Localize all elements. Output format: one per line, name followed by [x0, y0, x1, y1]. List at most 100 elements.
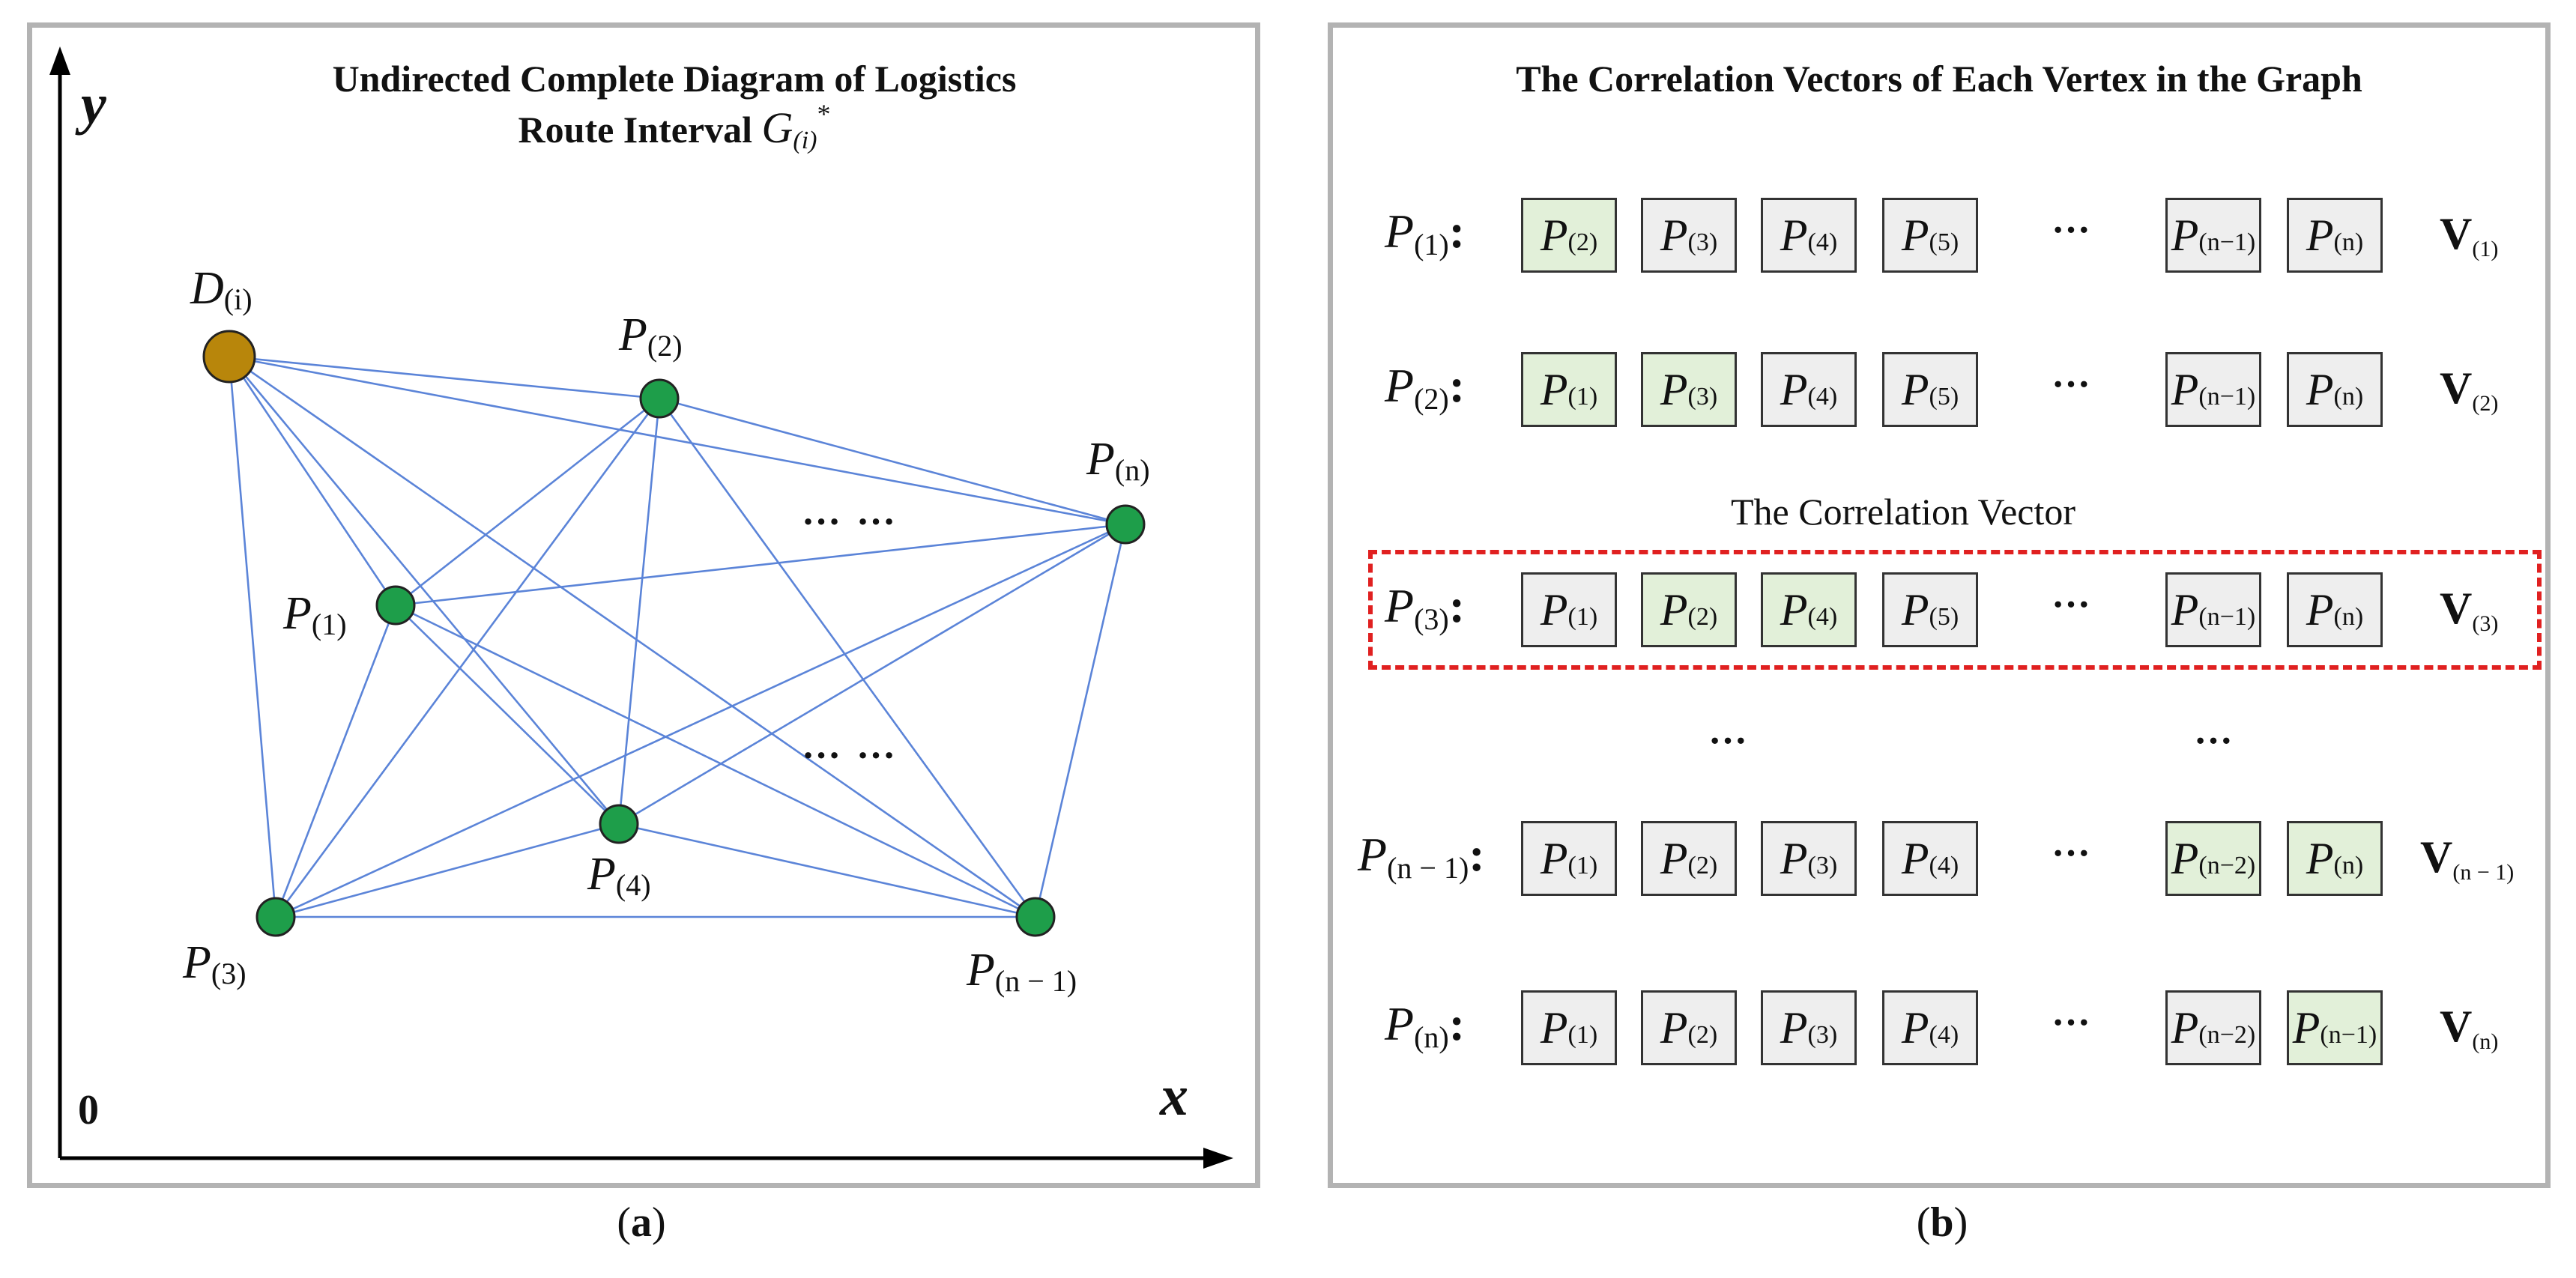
x-axis-label: x: [1160, 1065, 1188, 1127]
vector-cell: P(n): [2287, 821, 2383, 896]
edge-p2-pn1: [658, 398, 1037, 918]
cell-subscript: (3): [1687, 383, 1718, 411]
cell-subscript: (5): [1929, 603, 1959, 631]
edge-pn-p3: [275, 523, 1126, 918]
cell-subscript: (1): [1567, 383, 1598, 411]
row-ellipsis: ···: [2052, 363, 2091, 406]
cell-symbol: P: [1780, 210, 1808, 260]
edge-p2-p4: [617, 398, 661, 825]
cell-subscript: (5): [1929, 383, 1959, 411]
cell-symbol: P: [1540, 210, 1568, 260]
node-label-pn1: P(n − 1): [967, 945, 1077, 998]
panel-a-title-text: Route Interval: [518, 109, 752, 151]
cell-subscript: (2): [1687, 603, 1718, 631]
vector-name-2: V(2): [2440, 363, 2499, 416]
vector-cell: P(5): [1882, 352, 1978, 427]
cell-subscript: (4): [1807, 228, 1838, 256]
cell-symbol: P: [1780, 1002, 1808, 1053]
cell-subscript: (n): [2333, 603, 2364, 631]
vector-cell: P(n−1): [2165, 198, 2261, 273]
cell-subscript: (1): [1567, 1021, 1598, 1049]
panel-a-title-line1: Undirected Complete Diagram of Logistics: [332, 58, 1017, 100]
panel-a-title-line2: Route Interval G(i)*: [225, 99, 1124, 160]
node-p4: [599, 804, 639, 844]
row-ellipsis: ···: [2052, 832, 2091, 875]
vertical-ellipsis-left: ···: [1708, 720, 1748, 763]
cell-subscript: (2): [1567, 228, 1598, 256]
caption-a: (a): [617, 1199, 666, 1246]
cell-symbol: P: [1660, 833, 1688, 883]
cell-symbol: P: [2171, 364, 2199, 414]
cell-symbol: P: [2306, 833, 2334, 883]
cell-subscript: (3): [1807, 852, 1838, 879]
correlation-vector-caption: The Correlation Vector: [1731, 491, 2076, 533]
vector-cell: P(n−1): [2287, 990, 2383, 1065]
node-label-pn: P(n): [1086, 434, 1150, 487]
edge-p4-pn1: [618, 823, 1036, 918]
edge-d-p4: [229, 356, 620, 825]
node-p2: [639, 378, 680, 419]
node-label-p3: P(3): [183, 937, 247, 990]
cell-subscript: (4): [1929, 1021, 1959, 1049]
cell-symbol: P: [2306, 364, 2334, 414]
cell-symbol: P: [1540, 584, 1568, 635]
row-label-3: P(3):: [1385, 579, 1466, 636]
vector-cell: P(n): [2287, 572, 2383, 647]
cell-symbol: P: [1901, 833, 1929, 883]
cell-symbol: P: [1660, 584, 1688, 635]
cell-symbol: P: [1540, 1002, 1568, 1053]
graph-symbol-sup: *: [817, 99, 831, 129]
cell-subscript: (n−1): [2198, 383, 2256, 411]
edge-p1-pn1: [395, 604, 1036, 918]
node-pn: [1105, 504, 1146, 545]
cell-subscript: (n−1): [2198, 228, 2256, 256]
edge-pn-pn1: [1034, 524, 1127, 918]
vector-cell: P(4): [1882, 821, 1978, 896]
cell-symbol: P: [1901, 210, 1929, 260]
cell-symbol: P: [1660, 210, 1688, 260]
vector-cell: P(n): [2287, 352, 2383, 427]
vector-cell: P(1): [1521, 572, 1617, 647]
node-label-p4: P(4): [587, 849, 651, 902]
edge-p1-p2: [395, 397, 660, 607]
row-label-4: P(n − 1):: [1358, 828, 1485, 885]
cell-subscript: (n−2): [2198, 1021, 2256, 1049]
vector-cell: P(n): [2287, 198, 2383, 273]
vector-cell: P(3): [1761, 990, 1857, 1065]
cell-symbol: P: [1780, 833, 1808, 883]
vector-cell: P(2): [1521, 198, 1617, 273]
vector-name-3: V(3): [2440, 584, 2499, 636]
highlight-frame-row-3: [1368, 550, 2542, 670]
cell-symbol: P: [2306, 210, 2334, 260]
cell-subscript: (n): [2333, 228, 2364, 256]
panel-a-title: Undirected Complete Diagram of Logistics…: [225, 54, 1124, 160]
vector-cell: P(1): [1521, 990, 1617, 1065]
vector-cell: P(4): [1761, 198, 1857, 273]
vertical-ellipsis-right: ···: [2194, 720, 2234, 763]
vector-cell: P(1): [1521, 821, 1617, 896]
cell-symbol: P: [2292, 1002, 2320, 1053]
cell-symbol: P: [2306, 584, 2334, 635]
cell-subscript: (4): [1807, 383, 1838, 411]
node-p3: [256, 897, 296, 937]
row-label-5: P(n):: [1385, 997, 1466, 1054]
vector-cell: P(4): [1761, 572, 1857, 647]
cell-symbol: P: [1901, 584, 1929, 635]
node-label-p1: P(1): [283, 588, 347, 641]
vector-cell: P(1): [1521, 352, 1617, 427]
edge-p1-p4: [395, 605, 620, 825]
row-ellipsis: ···: [2052, 1002, 2091, 1044]
cell-subscript: (n): [2333, 852, 2364, 879]
vector-cell: P(3): [1761, 821, 1857, 896]
cell-symbol: P: [1780, 364, 1808, 414]
cell-subscript: (n−1): [2198, 603, 2256, 631]
panel-b-title: The Correlation Vectors of Each Vertex i…: [1516, 58, 2362, 100]
cell-subscript: (5): [1929, 228, 1959, 256]
vector-cell: P(2): [1641, 572, 1737, 647]
cell-symbol: P: [1901, 1002, 1929, 1053]
node-p1: [375, 585, 416, 626]
cell-symbol: P: [1780, 584, 1808, 635]
cell-symbol: P: [1660, 1002, 1688, 1053]
cell-subscript: (1): [1567, 852, 1598, 879]
cell-subscript: (3): [1687, 228, 1718, 256]
